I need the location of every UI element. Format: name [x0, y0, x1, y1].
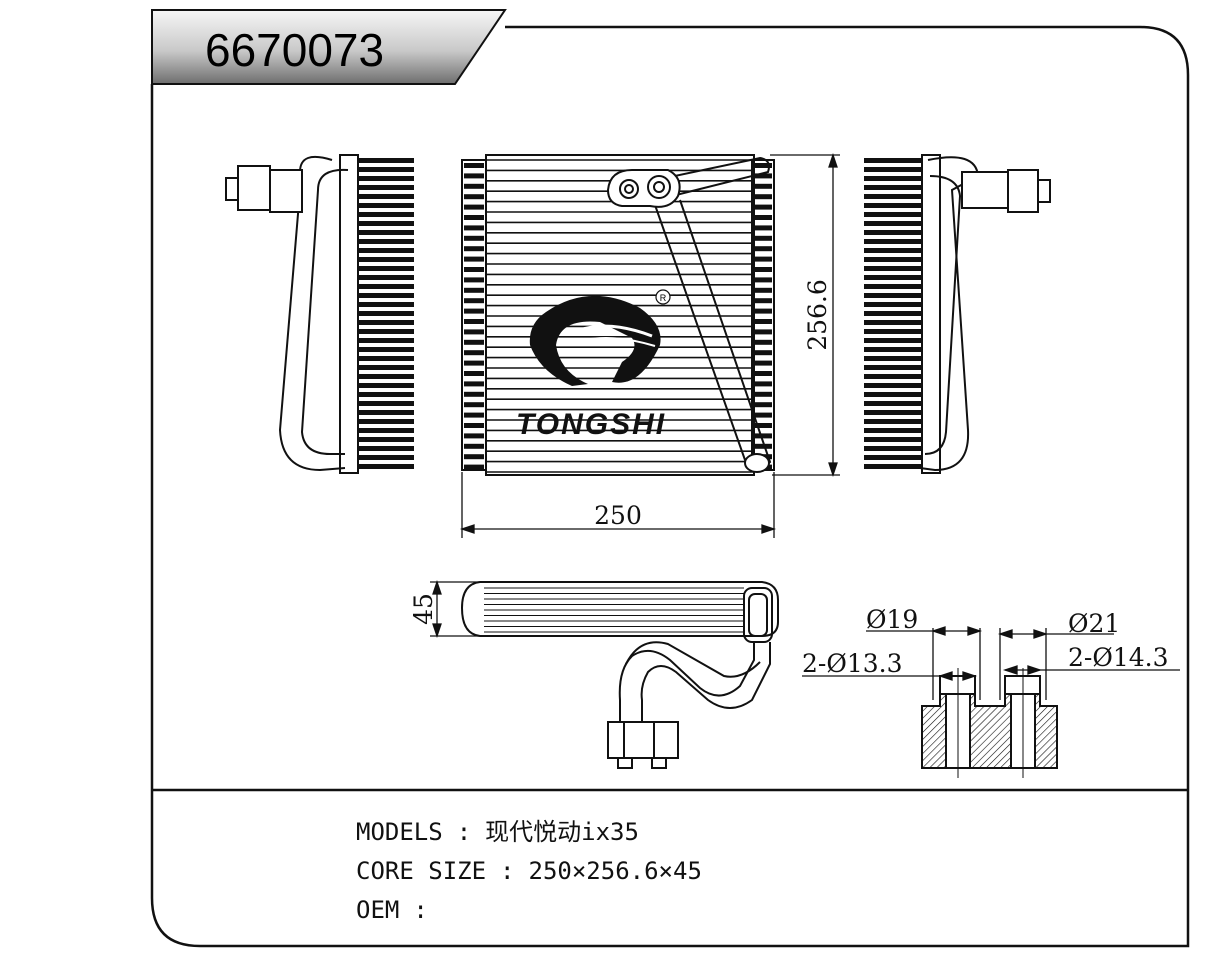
- front-flange: [606, 169, 681, 208]
- top-view-lines: [484, 587, 744, 633]
- height-label: 256.6: [803, 279, 832, 351]
- brand-logo: R TONGSHI: [516, 289, 671, 441]
- port-1-inner-label: 2-Ø13.3: [802, 649, 903, 678]
- core-size-row: CORE SIZE:250×256.6×45: [356, 859, 702, 883]
- width-label: 250: [594, 501, 642, 530]
- part-number-tab: 6670073: [151, 9, 507, 85]
- part-number: 6670073: [205, 24, 384, 76]
- left-side-view: [225, 154, 414, 474]
- front-view: R TONGSHI: [461, 154, 775, 476]
- separator: :: [413, 896, 428, 924]
- port-section-view: [921, 668, 1058, 778]
- separator: :: [456, 818, 472, 846]
- port-1-outer-label: Ø19: [866, 605, 918, 634]
- oem-row: OEM:: [356, 898, 442, 922]
- port-dimensions: Ø19 Ø21 2-Ø13.3 2-Ø14.3: [802, 605, 1180, 700]
- width-dimension: 250: [459, 472, 777, 538]
- core-size-value: 250×256.6×45: [528, 857, 702, 885]
- port-2-inner-label: 2-Ø14.3: [1068, 643, 1169, 672]
- logo-wordmark: TONGSHI: [516, 408, 666, 441]
- front-pipe: [617, 156, 772, 473]
- left-side-fins: [358, 158, 414, 469]
- oem-label: OEM: [356, 896, 400, 924]
- core-fins: [464, 163, 772, 470]
- models-label: MODELS: [356, 818, 443, 846]
- right-side-fins: [864, 158, 922, 469]
- registered-mark: R: [660, 293, 667, 303]
- port-2-outer-label: Ø21: [1068, 609, 1120, 638]
- right-side-view: [864, 154, 1051, 474]
- depth-dimension: 45: [409, 579, 482, 639]
- models-row: MODELS: 现代悦动ix35: [356, 820, 639, 844]
- sheet-frame: [150, 25, 1190, 948]
- separator: :: [500, 857, 515, 885]
- models-value: 现代悦动ix35: [485, 818, 639, 846]
- height-dimension: 256.6: [770, 152, 840, 478]
- core-size-label: CORE SIZE: [356, 857, 487, 885]
- top-view: [460, 581, 779, 769]
- depth-label: 45: [409, 593, 438, 625]
